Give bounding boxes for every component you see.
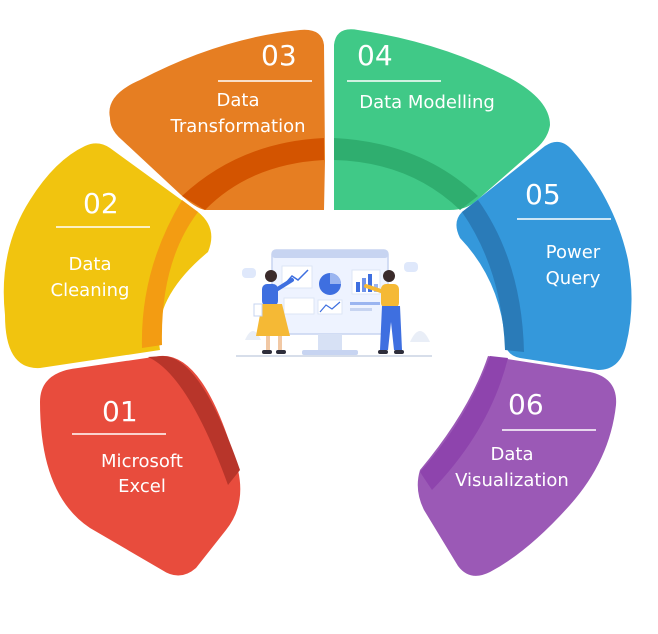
segment-05-inner-band (462, 200, 524, 352)
segment-01-shape (40, 355, 241, 576)
segment-01: 01 Microsoft Excel (40, 355, 241, 576)
segment-04-number: 04 (357, 39, 393, 72)
segment-03-label-line-1: Data (217, 90, 260, 111)
segment-02-inner-band (141, 200, 198, 348)
segment-06-label-line-2: Visualization (455, 470, 569, 491)
segment-06-number: 06 (508, 388, 544, 421)
man-figure (364, 270, 404, 354)
segment-04-label-line-1: Data Modelling (359, 92, 495, 113)
segment-02-label-line-2: Cleaning (51, 280, 130, 301)
segment-02-number: 02 (83, 187, 119, 220)
segment-01-label-line-1: Microsoft (101, 451, 183, 472)
segment-01-inner-band (148, 355, 240, 485)
segment-06-label-line-1: Data (491, 444, 534, 465)
segment-06-inner-band (420, 356, 508, 490)
segment-01-label-line-2: Excel (118, 476, 166, 497)
segment-03: 03 Data Transformation (109, 29, 325, 210)
segment-04: 04 Data Modelling (334, 29, 550, 210)
segment-03-label-line-2: Transformation (169, 116, 305, 137)
segment-05-shape (456, 141, 632, 370)
segment-05-number: 05 (525, 178, 561, 211)
segment-03-number: 03 (261, 39, 297, 72)
segment-04-inner-band (334, 138, 478, 210)
segment-03-inner-band (182, 138, 324, 210)
segment-05-label-line-1: Power (546, 242, 601, 263)
segment-05-label-line-2: Query (546, 268, 601, 289)
segment-01-number: 01 (102, 395, 138, 428)
segment-02-label-line-1: Data (69, 254, 112, 275)
segment-05: 05 Power Query (456, 141, 632, 370)
segment-02: 02 Data Cleaning (3, 143, 212, 369)
segment-06: 06 Data Visualization (417, 356, 617, 576)
woman-figure (253, 270, 294, 354)
people-analyzing-dashboard-illustration (236, 249, 432, 357)
